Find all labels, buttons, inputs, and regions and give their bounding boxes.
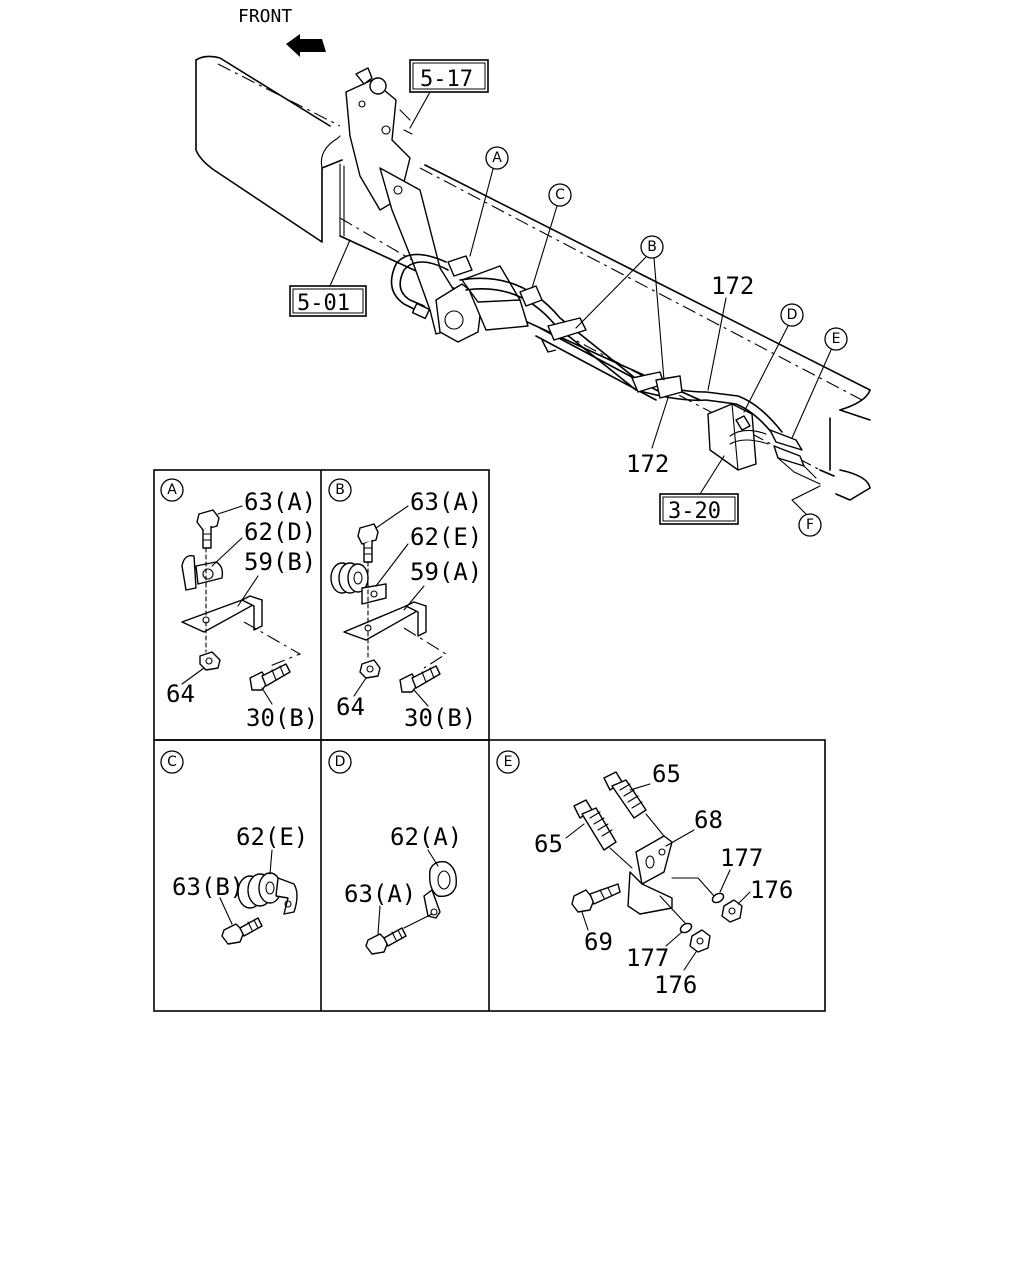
frame-rail (195, 55, 871, 501)
detail-E-label-washer1: 177 (720, 844, 763, 872)
detail-A-label-clip: 62(D) (244, 518, 316, 546)
svg-text:B: B (647, 239, 657, 255)
detail-E-label-fit2: 65 (534, 830, 563, 858)
front-label: FRONT (238, 6, 292, 27)
ref-box-5-17[interactable]: 5-17 (409, 59, 489, 93)
callout-B: B (640, 235, 664, 259)
detail-E-label-bracket: 68 (694, 806, 723, 834)
svg-text:E: E (832, 331, 841, 347)
callout-C: C (548, 183, 572, 207)
detail-A-label-nut: 64 (166, 680, 195, 708)
detail-D-letter: D (335, 754, 346, 770)
callout-D: D (780, 303, 804, 327)
brake-bracket-assembly (345, 67, 821, 485)
detail-A-label-screw: 30(B) (246, 704, 318, 732)
detail-E-label-nut2: 176 (654, 971, 697, 999)
svg-text:5-17: 5-17 (420, 67, 473, 92)
detail-C-label-clip: 62(E) (236, 823, 308, 851)
detail-B-letter: B (335, 482, 345, 498)
detail-B-label-nut: 64 (336, 693, 365, 721)
detail-E: E 65 65 68 177 (496, 750, 793, 999)
detail-B-label-screw: 30(B) (404, 704, 476, 732)
detail-E-label-nut1: 176 (750, 876, 793, 904)
detail-B-label-bracket: 59(A) (410, 558, 482, 586)
svg-text:A: A (492, 150, 502, 166)
detail-A-letter: A (167, 482, 177, 498)
detail-B-label-clip: 62(E) (410, 523, 482, 551)
callout-E: E (824, 327, 848, 351)
part-172-bottom: 172 (626, 450, 669, 478)
callout-F: F (798, 513, 822, 537)
detail-C-letter: C (167, 754, 177, 770)
ref-box-3-20[interactable]: 3-20 (659, 493, 739, 525)
svg-text:5-01: 5-01 (297, 291, 350, 316)
detail-A-label-bolt: 63(A) (244, 488, 316, 516)
callout-A: A (485, 146, 509, 170)
svg-text:3-20: 3-20 (668, 499, 721, 524)
detail-E-letter: E (504, 754, 513, 770)
detail-A: A 63(A) 62(D) 59(B) 64 30(B) (160, 478, 318, 732)
detail-D-label-bolt: 63(A) (344, 880, 416, 908)
detail-E-label-washer2: 177 (626, 944, 669, 972)
detail-B: B 63(A) 62(E) 59(A) 64 30(B) (328, 478, 482, 732)
detail-D-label-clip: 62(A) (390, 823, 462, 851)
detail-E-label-fit1: 65 (652, 760, 681, 788)
part-172-top: 172 (711, 272, 754, 300)
front-indicator: FRONT (238, 6, 326, 57)
detail-A-label-bracket: 59(B) (244, 548, 316, 576)
front-arrow-icon (286, 34, 326, 57)
detail-E-label-bolt: 69 (584, 928, 613, 956)
detail-D: D 62(A) 63(A) (328, 750, 462, 955)
detail-B-label-bolt: 63(A) (410, 488, 482, 516)
detail-C: C 62(E) 63(B) (160, 750, 308, 945)
svg-text:C: C (555, 187, 565, 203)
svg-text:F: F (806, 517, 814, 533)
detail-C-label-bolt: 63(B) (172, 873, 244, 901)
ref-box-5-01[interactable]: 5-01 (289, 285, 367, 317)
svg-text:D: D (787, 307, 798, 323)
